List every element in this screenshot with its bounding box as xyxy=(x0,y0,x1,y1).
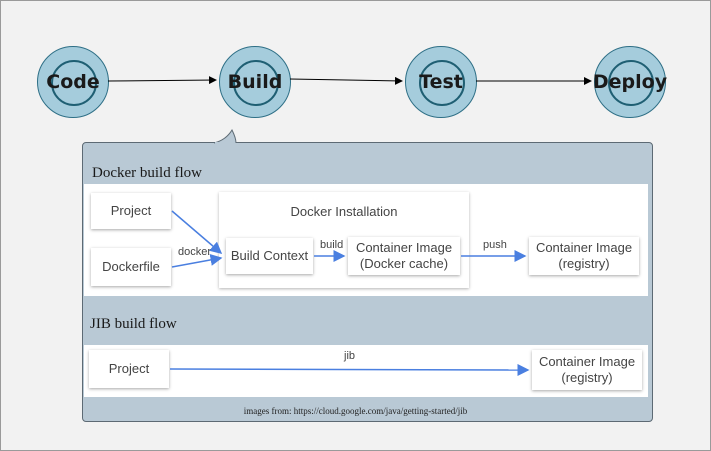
callout-pointer xyxy=(213,128,237,144)
arrow-code-to-build xyxy=(107,76,217,85)
container-image-cache-box: Container Image (Docker cache) xyxy=(348,237,460,275)
dockerfile-box: Dockerfile xyxy=(91,248,171,286)
stage-deploy-label: Deploy xyxy=(592,71,668,93)
build-context-box: Build Context xyxy=(226,238,313,274)
docker-arrow-label: docker xyxy=(178,246,212,258)
jib-project-box: Project xyxy=(89,350,169,388)
stage-deploy: Deploy xyxy=(593,46,667,118)
docker-project-label: Project xyxy=(110,203,152,218)
arrow-dockerfile-to-build-context xyxy=(171,253,223,268)
stage-test-label: Test xyxy=(419,71,463,93)
container-image-cache-line2: (Docker cache) xyxy=(359,256,449,271)
jib-arrow-label: jib xyxy=(344,350,356,362)
arrow-jib xyxy=(169,363,530,376)
image-credit: images from: https://cloud.google.com/ja… xyxy=(243,406,468,416)
docker-flow-title: Docker build flow xyxy=(92,165,202,181)
arrow-project-to-build-context xyxy=(171,210,223,254)
build-arrow-label: build xyxy=(320,239,344,251)
docker-project-box: Project xyxy=(91,193,171,229)
stage-inner-ring xyxy=(51,60,97,106)
build-context-label: Build Context xyxy=(230,248,309,263)
stage-code: Code xyxy=(37,46,109,118)
container-image-registry-line2: (registry) xyxy=(558,256,610,271)
dockerfile-label: Dockerfile xyxy=(102,259,160,274)
jib-container-image-line2: (registry) xyxy=(561,370,613,385)
stage-build: Build xyxy=(219,46,291,118)
stage-code-label: Code xyxy=(46,71,100,93)
container-image-registry-box: Container Image (registry) xyxy=(529,237,639,275)
stage-inner-ring xyxy=(608,60,654,106)
stage-build-label: Build xyxy=(227,71,283,93)
arrow-build-to-test xyxy=(289,76,403,85)
push-arrow-label: push xyxy=(483,239,507,251)
jib-container-image-line1: Container Image xyxy=(538,354,636,369)
jib-flow-title: JIB build flow xyxy=(90,316,177,332)
container-image-cache-line1: Container Image xyxy=(355,240,453,255)
container-image-registry-line1: Container Image xyxy=(535,240,633,255)
stage-inner-ring xyxy=(419,60,465,106)
stage-test: Test xyxy=(405,46,477,118)
jib-container-image-box: Container Image (registry) xyxy=(532,350,642,390)
stage-inner-ring xyxy=(233,60,279,106)
jib-project-label: Project xyxy=(108,361,150,376)
docker-installation-title: Docker Installation xyxy=(290,204,398,219)
